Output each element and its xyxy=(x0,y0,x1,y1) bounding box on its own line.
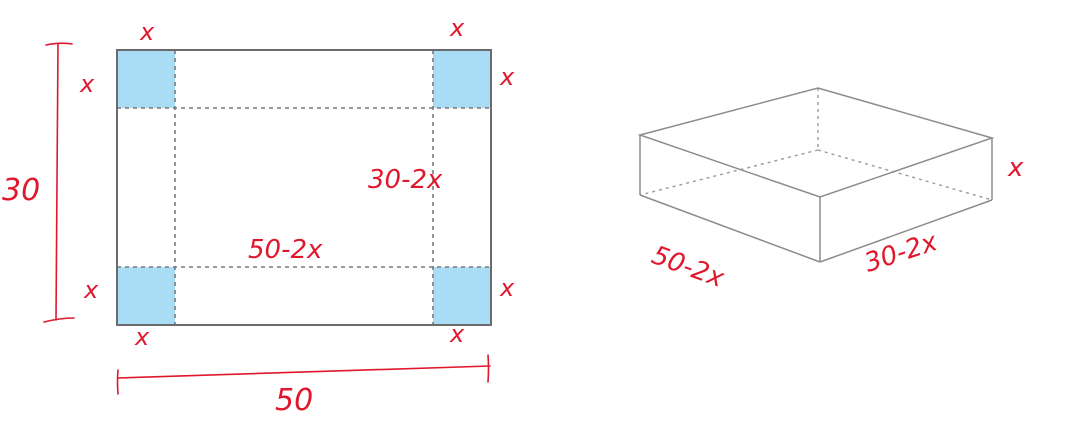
box-bottom-right xyxy=(819,199,993,263)
label-inner-height: 30-2x xyxy=(368,165,443,195)
sheet-dimensions xyxy=(43,42,491,395)
box-bottom-left xyxy=(639,194,821,263)
net-labels: x x x x x x x x 30-2x 50-2x 30 50 xyxy=(2,14,515,418)
label-x-bottom-left: x xyxy=(134,323,150,351)
label-box-length: 50-2x xyxy=(648,240,729,294)
corner-square-bottom-right xyxy=(433,267,491,325)
label-sheet-width: 50 xyxy=(275,383,313,418)
label-x-left-top: x xyxy=(79,70,95,98)
label-box-height: x xyxy=(1007,153,1024,183)
open-box xyxy=(637,87,995,263)
corner-square-top-left xyxy=(117,50,175,108)
label-x-right-bottom: x xyxy=(499,274,515,302)
corner-square-bottom-left xyxy=(117,267,175,325)
label-x-right-top: x xyxy=(499,63,515,91)
label-inner-width: 50-2x xyxy=(248,235,323,265)
label-box-width: 30-2x xyxy=(861,227,942,279)
corner-square-top-right xyxy=(433,50,491,108)
width-bracket xyxy=(116,354,491,395)
label-x-top-left: x xyxy=(139,18,155,46)
height-bracket xyxy=(43,42,75,323)
box-labels: x 50-2x 30-2x xyxy=(648,153,1024,294)
sheet-outline xyxy=(116,49,492,326)
box-hidden-edge-left xyxy=(639,149,819,196)
sheet-net xyxy=(116,49,492,326)
box-hidden-edge-right xyxy=(817,149,993,201)
label-sheet-height: 30 xyxy=(2,173,40,208)
label-x-left-bottom: x xyxy=(83,276,99,304)
label-x-bottom-right: x xyxy=(449,320,465,348)
label-x-top-right: x xyxy=(449,14,465,42)
box-top-rim xyxy=(637,87,995,198)
